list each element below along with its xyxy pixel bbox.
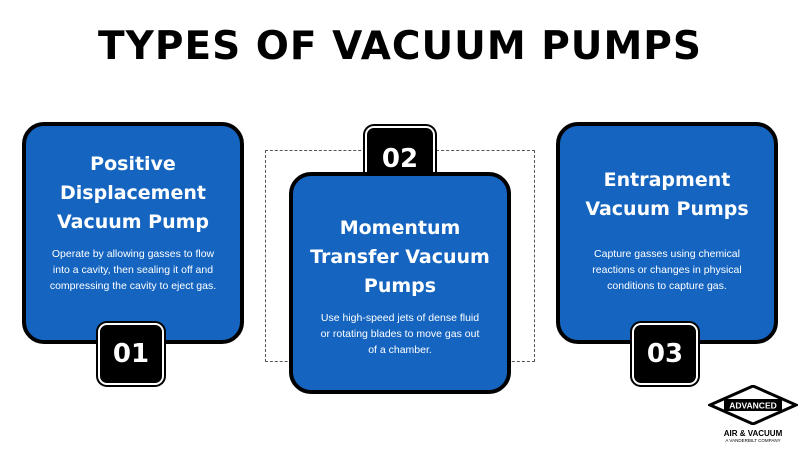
card-title: Entrapment Vacuum Pumps xyxy=(585,169,749,220)
card-title: Positive Displacement Vacuum Pump xyxy=(56,153,210,233)
number-badge-01: 01 xyxy=(98,323,164,385)
card-description: Capture gasses using chemical reactions … xyxy=(592,248,742,292)
pump-card-momentum-transfer: Momentum Transfer Vacuum Pumps Use high-… xyxy=(289,172,511,394)
logo-subtitle: A VANDERBILT COMPANY xyxy=(725,438,781,443)
logo-name: AIR & VACUUM xyxy=(723,429,783,438)
pump-card-entrapment: Entrapment Vacuum Pumps Capture gasses u… xyxy=(556,122,778,344)
logo-badge-text: ADVANCED xyxy=(729,401,777,411)
pump-card-positive-displacement: Positive Displacement Vacuum Pump Operat… xyxy=(22,122,244,344)
company-logo: ADVANCED AIR & VACUUM A VANDERBILT COMPA… xyxy=(706,384,800,447)
number-badge-03: 03 xyxy=(632,323,698,385)
card-description: Use high-speed jets of dense fluid or ro… xyxy=(320,312,480,356)
logo-diamond-icon: ADVANCED xyxy=(706,384,800,426)
card-description: Operate by allowing gasses to flow into … xyxy=(49,248,217,292)
page-title: TYPES OF VACUUM PUMPS xyxy=(98,24,702,69)
card-title: Momentum Transfer Vacuum Pumps xyxy=(310,217,490,297)
